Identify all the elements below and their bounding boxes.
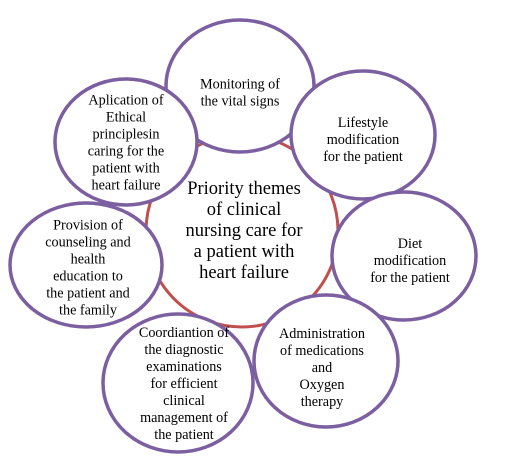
node-ethics-label-line: caring for the <box>88 144 164 160</box>
node-diagnostics-label-line: the patient <box>154 427 214 443</box>
center-title-line: a patient with <box>194 242 295 262</box>
node-lifestyle-label-line: Lifestyle <box>338 115 388 131</box>
node-ethics-label-line: heart failure <box>92 178 161 194</box>
center-title-line: Priority themes <box>187 179 301 199</box>
node-medications-label-line: therapy <box>301 394 344 410</box>
node-counseling-label-line: counseling and <box>45 235 131 251</box>
node-vital-signs-label-line: the vital signs <box>201 94 280 110</box>
node-medications-label-line: of medications <box>280 343 364 359</box>
node-vital-signs-label-line: Monitoring of <box>200 77 280 93</box>
node-diagnostics-label-line: examinations <box>146 359 222 375</box>
node-diet-label-line: Diet <box>398 236 422 252</box>
node-counseling-label-line: Provision of <box>53 218 123 234</box>
center-title-line: of clinical <box>207 200 281 220</box>
center-title-line: heart failure <box>199 263 289 283</box>
center-title-line: nursing care for <box>185 221 302 241</box>
node-lifestyle-label-line: for the patient <box>323 149 403 165</box>
node-counseling-label-line: health <box>71 252 106 268</box>
node-diet-circle <box>330 190 478 322</box>
node-diagnostics-label-line: for efficient <box>150 376 217 392</box>
center-circle <box>150 139 334 323</box>
node-medications-label-line: Oxygen <box>300 377 345 393</box>
node-counseling-label-line: the family <box>59 303 118 319</box>
node-medications-circle <box>252 293 400 429</box>
node-ethics-label-line: principlesin <box>93 127 160 143</box>
node-ethics-label-line: Aplication of <box>88 93 164 109</box>
node-diagnostics-label-line: the diagnostic <box>144 342 223 358</box>
node-lifestyle-circle <box>289 69 437 201</box>
node-diagnostics-label-line: Coordiantion of <box>139 325 230 341</box>
node-ethics-circle <box>53 77 199 207</box>
node-medications-label-line: and <box>312 360 333 376</box>
node-diagnostics-label-line: clinical <box>163 393 205 409</box>
node-ethics-label-line: Ethical <box>106 110 146 126</box>
node-diagnostics-circle <box>101 312 255 454</box>
node-diet-label-line: modification <box>374 253 447 269</box>
node-counseling-label-line: education to <box>53 269 123 285</box>
node-medications-label-line: Administration <box>279 326 365 342</box>
node-lifestyle-label-line: modification <box>327 132 400 148</box>
node-diagnostics-label-line: management of <box>140 410 228 426</box>
node-diet-label-line: for the patient <box>370 270 450 286</box>
node-ethics-label-line: patient with <box>92 161 159 177</box>
node-counseling-circle <box>8 201 164 329</box>
node-counseling-label-line: the patient and <box>46 286 130 302</box>
